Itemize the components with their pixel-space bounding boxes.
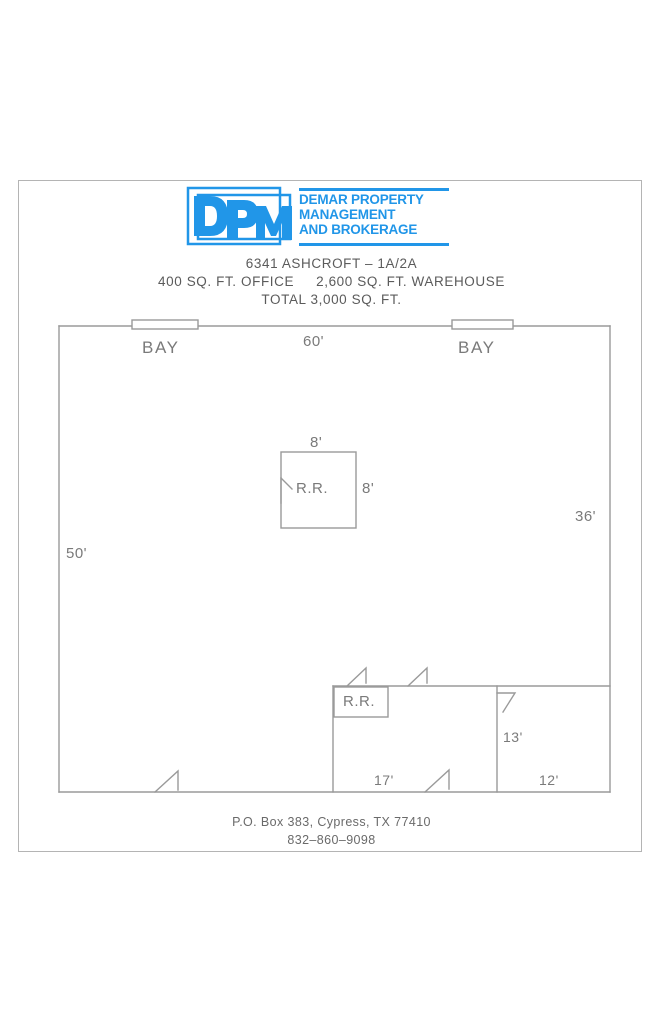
bay-door-right	[451, 319, 514, 330]
label-restroom-office: R.R.	[343, 693, 375, 710]
dimension-restroom-height: 8'	[362, 480, 375, 497]
logo-line-2: MANAGEMENT	[299, 207, 396, 222]
footer-phone: 832–860–9098	[287, 833, 376, 847]
dimension-office-right-width: 12'	[539, 772, 559, 788]
logo-line-3: AND BROKERAGE	[299, 222, 418, 237]
logo-wordmark: DEMAR PROPERTY MANAGEMENT AND BROKERAGE	[299, 192, 449, 237]
area-breakdown: 400 SQ. FT. OFFICE 2,600 SQ. FT. WAREHOUS…	[0, 274, 663, 289]
dimension-office-left-width: 17'	[374, 772, 394, 788]
dimension-left-height: 50'	[66, 545, 88, 562]
restroom-office-walls	[333, 686, 389, 718]
label-restroom-center: R.R.	[296, 480, 328, 497]
label-bay-left: BAY	[142, 338, 180, 357]
dimension-restroom-width: 8'	[310, 434, 323, 451]
warehouse-area: 2,600 SQ. FT. WAREHOUSE	[316, 274, 505, 289]
bay-door-left	[131, 319, 199, 330]
drawing-border	[18, 180, 642, 852]
total-area: TOTAL 3,000 SQ. FT.	[261, 292, 402, 307]
office-area: 400 SQ. FT. OFFICE	[158, 274, 295, 289]
door-swing-warehouse-bottom	[154, 769, 179, 793]
label-bay-right: BAY	[458, 338, 496, 357]
dimension-top-width: 60'	[303, 333, 325, 350]
dimension-office-right-height: 13'	[503, 729, 523, 745]
dpm-logo-mark	[186, 186, 292, 246]
restroom-center-door-swing	[280, 477, 293, 504]
dimension-right-height: 36'	[575, 508, 597, 525]
footer-address: P.O. Box 383, Cypress, TX 77410	[232, 815, 431, 829]
company-logo: DEMAR PROPERTY MANAGEMENT AND BROKERAGE	[186, 186, 449, 250]
property-address-title: 6341 ASHCROFT – 1A/2A	[245, 256, 418, 271]
logo-rule-bottom	[299, 243, 449, 246]
door-swing-office-bottom	[424, 768, 450, 793]
door-swing-partition	[496, 692, 517, 713]
logo-rule-top	[299, 188, 449, 191]
door-swing-office-a	[346, 666, 367, 687]
logo-line-1: DEMAR PROPERTY	[299, 192, 424, 207]
door-swing-office-b	[407, 666, 428, 687]
